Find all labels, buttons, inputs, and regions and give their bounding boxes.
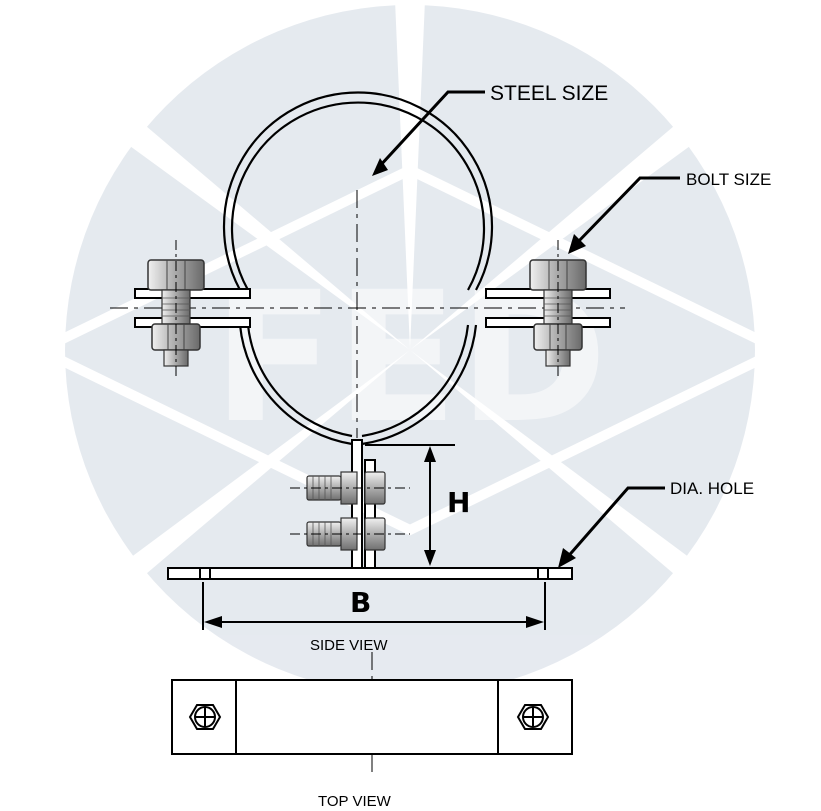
dia-hole-leader <box>558 486 665 568</box>
side-view-label: SIDE VIEW <box>310 637 388 654</box>
dimension-b <box>202 582 546 630</box>
stem-bolt-centerlines <box>290 487 410 535</box>
dia-hole-label: DIA. HOLE <box>670 479 754 498</box>
bolt-centerlines <box>175 240 559 378</box>
dimension-h <box>365 444 455 566</box>
steel-size-label: STEEL SIZE <box>490 82 608 105</box>
top-view-label: TOP VIEW <box>318 793 392 810</box>
top-view-nut-right <box>516 704 550 730</box>
dimension-b-label: B <box>350 586 371 619</box>
watermark-logo: FED <box>28 0 792 695</box>
top-view-nut-left <box>188 704 222 730</box>
bolt-size-leader <box>568 176 680 254</box>
centerlines <box>110 190 625 778</box>
bolt-size-label: BOLT SIZE <box>686 170 771 189</box>
watermark-diamond <box>28 164 792 536</box>
clamp-ring <box>222 91 494 446</box>
watermark-rays <box>60 0 760 630</box>
steel-size-leader <box>372 90 485 176</box>
dimension-h-label: H <box>447 486 470 519</box>
top-view-plate <box>171 679 573 755</box>
base-plate <box>167 567 573 580</box>
